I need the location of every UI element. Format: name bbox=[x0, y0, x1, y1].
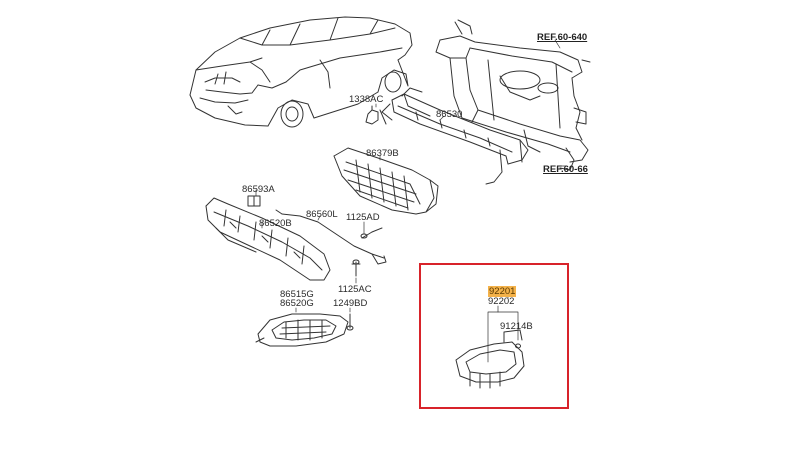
bracket-wire bbox=[275, 209, 387, 265]
bumper-absorber bbox=[205, 197, 331, 281]
screw-1249BD bbox=[346, 313, 354, 331]
part-label-1125AD[interactable]: 1125AD bbox=[346, 212, 380, 223]
part-label-91214B[interactable]: 91214B bbox=[500, 321, 533, 332]
radiator-support-frame bbox=[435, 19, 591, 171]
bumper-beam bbox=[379, 87, 529, 185]
part-label-86379B[interactable]: 86379B bbox=[366, 148, 399, 159]
part-label-86515G[interactable]: 86515G bbox=[280, 289, 314, 300]
part-label-86520G[interactable]: 86520G bbox=[280, 298, 314, 309]
part-label-86530[interactable]: 86530 bbox=[436, 109, 463, 120]
leader-lines bbox=[255, 39, 567, 363]
part-label-92201[interactable]: 92201 bbox=[488, 286, 517, 297]
bolt-1338AC bbox=[365, 105, 379, 125]
part-label-86593A[interactable]: 86593A bbox=[242, 184, 275, 195]
lower-grille bbox=[333, 147, 439, 215]
part-label-1338AC[interactable]: 1338AC bbox=[349, 94, 384, 105]
reference-label-1[interactable]: REF.60-640 bbox=[537, 32, 588, 43]
part-label-92202[interactable]: 92202 bbox=[488, 296, 515, 307]
highlighted-part-tag[interactable]: 92201 bbox=[488, 286, 517, 297]
fog-lamp-cover bbox=[255, 313, 349, 347]
part-label-86520B[interactable]: 86520B bbox=[259, 218, 292, 229]
part-label-1249BD[interactable]: 1249BD bbox=[333, 298, 368, 309]
clip-86593A bbox=[247, 195, 261, 207]
highlighted-part-frame bbox=[419, 263, 569, 409]
part-label-86560L[interactable]: 86560L bbox=[306, 209, 338, 220]
reference-label-2[interactable]: REF.60-66 bbox=[543, 164, 588, 175]
screw-1125AC bbox=[351, 259, 361, 277]
fog-lamp-assembly bbox=[455, 329, 525, 389]
part-label-1125AC[interactable]: 1125AC bbox=[338, 284, 372, 295]
car-illustration bbox=[189, 16, 413, 128]
